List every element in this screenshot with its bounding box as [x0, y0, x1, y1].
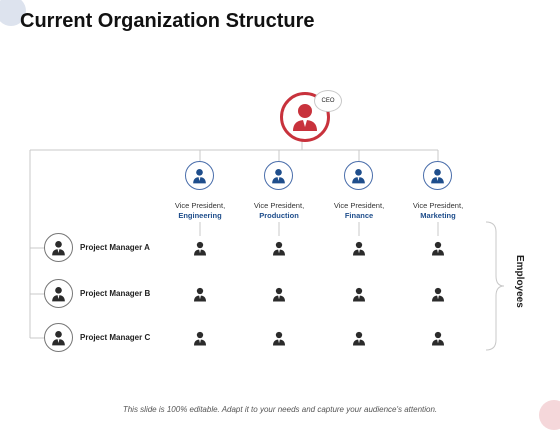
- pm-node: [44, 233, 73, 262]
- vp-department: Engineering: [178, 211, 222, 220]
- employee-icon: [194, 331, 206, 346]
- vp-node-finance: [344, 161, 373, 190]
- employee-icon: [350, 285, 368, 308]
- employee-icon: [273, 241, 285, 256]
- vp-title: Vice President,: [174, 201, 226, 210]
- person-icon: [52, 331, 65, 346]
- pm-label: Project Manager A: [80, 243, 150, 252]
- person-icon: [193, 169, 206, 184]
- employee-icon: [429, 329, 447, 352]
- employee-icon: [191, 285, 209, 308]
- vp-title: Vice President,: [253, 201, 305, 210]
- vp-title: Vice President,: [333, 201, 385, 210]
- person-icon: [352, 169, 365, 184]
- vp-department: Finance: [344, 211, 374, 220]
- ceo-label: CEO: [314, 90, 342, 112]
- employee-icon: [270, 329, 288, 352]
- pm-label: Project Manager C: [80, 333, 151, 342]
- employee-icon: [432, 331, 444, 346]
- employee-icon: [353, 331, 365, 346]
- employee-icon: [270, 239, 288, 262]
- person-icon: [272, 169, 285, 184]
- vp-node-engineering: [185, 161, 214, 190]
- pm-node: [44, 279, 73, 308]
- employee-icon: [191, 329, 209, 352]
- employee-icon: [194, 241, 206, 256]
- employee-icon: [353, 287, 365, 302]
- pm-label: Project Manager B: [80, 289, 151, 298]
- ceo-node: [280, 92, 330, 142]
- person-icon: [431, 169, 444, 184]
- vp-title: Vice President,: [412, 201, 464, 210]
- vp-label: Vice President,Finance: [314, 201, 404, 221]
- employee-icon: [350, 329, 368, 352]
- vp-label: Vice President,Production: [234, 201, 324, 221]
- footer-note: This slide is 100% editable. Adapt it to…: [122, 405, 438, 414]
- employee-icon: [273, 331, 285, 346]
- vp-department: Marketing: [420, 211, 456, 220]
- employee-icon: [429, 285, 447, 308]
- employees-label: Employees: [514, 255, 525, 308]
- vp-label: Vice President,Marketing: [393, 201, 483, 221]
- employee-icon: [350, 239, 368, 262]
- employee-icon: [429, 239, 447, 262]
- person-icon: [52, 287, 65, 302]
- employee-icon: [432, 241, 444, 256]
- vp-node-production: [264, 161, 293, 190]
- employee-icon: [353, 241, 365, 256]
- person-icon: [293, 104, 317, 131]
- person-icon: [52, 241, 65, 256]
- vp-node-marketing: [423, 161, 452, 190]
- employee-icon: [273, 287, 285, 302]
- employee-icon: [191, 239, 209, 262]
- employee-icon: [194, 287, 206, 302]
- page-title: Current Organization Structure: [20, 10, 315, 32]
- pm-node: [44, 323, 73, 352]
- vp-label: Vice President,Engineering: [155, 201, 245, 221]
- vp-department: Production: [259, 211, 299, 220]
- connector-lines: [29, 139, 505, 351]
- employee-icon: [432, 287, 444, 302]
- employee-icon: [270, 285, 288, 308]
